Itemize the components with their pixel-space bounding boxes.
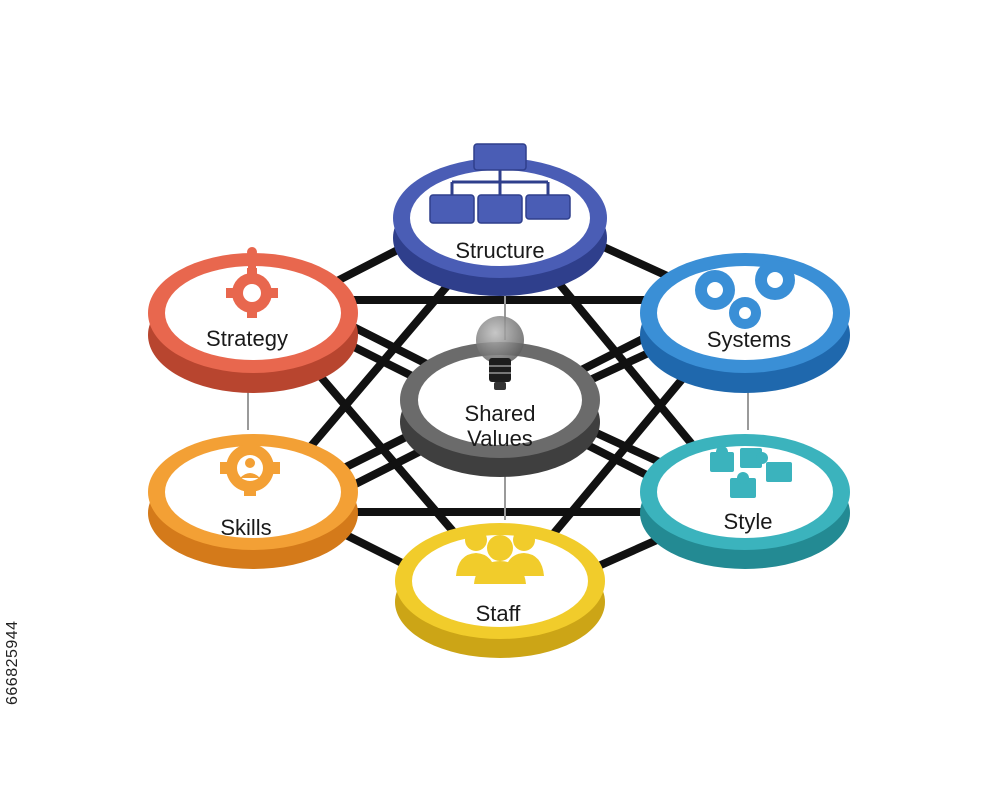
shared-values-label-line1: Shared <box>465 401 536 426</box>
node-shared-values: Shared Values <box>400 316 600 477</box>
people-icon <box>456 529 544 584</box>
gears-icon <box>695 260 795 329</box>
chess-gear-icon <box>226 247 278 318</box>
style-label: Style <box>724 509 773 534</box>
node-systems: Systems <box>640 253 850 393</box>
shared-values-label-line2: Values <box>467 426 533 451</box>
staff-label: Staff <box>476 601 522 626</box>
puzzle-icon <box>710 446 792 498</box>
lightbulb-icon <box>476 316 524 390</box>
person-gear-icon <box>220 440 280 496</box>
node-style: Style <box>640 434 850 569</box>
side-id-text: 666825944 <box>4 620 21 705</box>
node-structure: Structure <box>393 143 607 296</box>
node-staff: Staff <box>395 523 605 658</box>
strategy-label: Strategy <box>206 326 288 351</box>
systems-label: Systems <box>707 327 791 352</box>
node-skills: Skills <box>148 434 358 569</box>
node-strategy: Strategy <box>148 247 358 393</box>
structure-label: Structure <box>455 238 544 263</box>
org-chart-icon <box>429 143 571 224</box>
skills-label: Skills <box>220 515 271 540</box>
